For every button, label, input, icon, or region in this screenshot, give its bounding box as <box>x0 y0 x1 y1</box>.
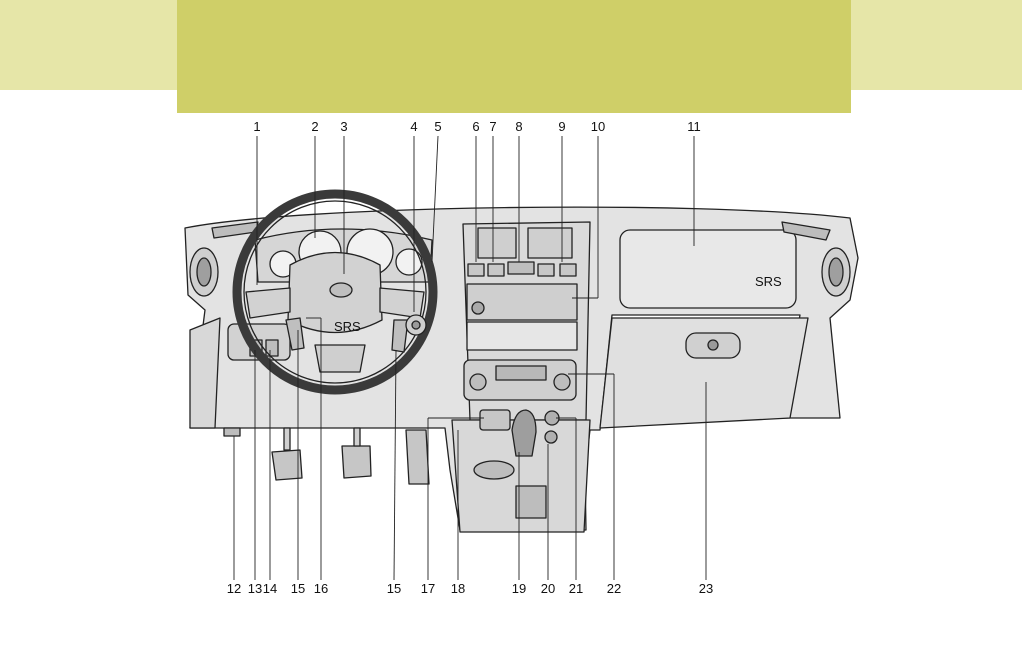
multifunction-switch-right <box>391 319 409 353</box>
left-kick-panel <box>189 317 221 429</box>
bottom-callout-8: 18 <box>451 581 465 596</box>
steering-wheel-rim-inner <box>243 200 427 384</box>
digital-clock <box>507 261 535 275</box>
rear-defrost-switch <box>487 263 505 277</box>
left-vent-grille <box>196 257 212 287</box>
top-callout-6: 6 <box>472 119 479 134</box>
bottom-callout-3: 14 <box>263 581 277 596</box>
temperature-knob <box>553 373 571 391</box>
bottom-callout-2: 13 <box>248 581 262 596</box>
bottom-callout-4: 15 <box>291 581 305 596</box>
bottom-callout-13: 23 <box>699 581 713 596</box>
glove-box-lock-icon <box>707 339 719 351</box>
gear-shift-lever <box>511 409 537 457</box>
header-band-center <box>177 0 851 113</box>
top-callout-7: 7 <box>489 119 496 134</box>
top-callout-10: 10 <box>591 119 605 134</box>
power-outlet <box>544 430 558 444</box>
center-air-vent-right <box>527 227 573 259</box>
steering-spoke-right <box>379 287 425 319</box>
header-band-right <box>851 0 1022 90</box>
top-callout-2: 2 <box>311 119 318 134</box>
accelerator-pedal <box>405 429 430 485</box>
lamp-switch <box>265 339 279 357</box>
audio-unit <box>466 283 578 321</box>
brake-pedal-arm <box>353 427 361 447</box>
temperature-gauge <box>395 248 423 276</box>
storage-tray <box>466 321 578 351</box>
audio-volume-knob <box>471 301 485 315</box>
leader-lines <box>233 135 707 581</box>
top-callout-4: 4 <box>410 119 417 134</box>
top-callout-3: 3 <box>340 119 347 134</box>
fan-speed-knob <box>469 373 487 391</box>
bottom-callout-12: 22 <box>607 581 621 596</box>
bottom-callout-11: 21 <box>569 581 583 596</box>
top-callout-5: 5 <box>434 119 441 134</box>
hood-release-lever <box>223 427 241 437</box>
bottom-callout-10: 20 <box>541 581 555 596</box>
climate-display <box>495 365 547 381</box>
glove-box-panel <box>599 317 809 429</box>
right-defrost-vent <box>781 221 831 241</box>
multifunction-switch-left <box>285 317 305 351</box>
steering-spoke-left <box>245 287 291 319</box>
bottom-callout-9: 19 <box>512 581 526 596</box>
right-vent-grille <box>828 257 844 287</box>
bottom-callout-1: 12 <box>227 581 241 596</box>
ashtray <box>479 409 511 431</box>
top-callout-1: 1 <box>253 119 260 134</box>
center-air-vent-left <box>477 227 517 259</box>
wheel-airbag-label: SRS <box>334 319 361 334</box>
passenger-airbag-label: SRS <box>755 274 782 289</box>
console-switch-b <box>559 263 577 277</box>
steering-column <box>314 344 366 373</box>
top-callout-8: 8 <box>515 119 522 134</box>
steering-wheel-rim <box>232 189 438 395</box>
hyundai-logo-icon <box>329 282 353 298</box>
floor-console <box>451 419 591 533</box>
brake-pedal <box>341 445 372 479</box>
passenger-airbag-lid <box>619 229 797 309</box>
console-switch-a <box>537 263 555 277</box>
clutch-pedal-arm <box>283 427 291 451</box>
shift-gate <box>515 485 547 519</box>
clutch-pedal <box>271 449 303 481</box>
cup-holder <box>473 460 515 480</box>
bottom-callout-6: 15 <box>387 581 401 596</box>
top-callout-9: 9 <box>558 119 565 134</box>
hazard-switch <box>467 263 485 277</box>
top-callout-11: 11 <box>687 119 701 134</box>
bottom-callout-5: 16 <box>314 581 328 596</box>
header-band-left <box>0 0 177 90</box>
bottom-callout-7: 17 <box>421 581 435 596</box>
ignition-key-slot <box>411 320 421 330</box>
